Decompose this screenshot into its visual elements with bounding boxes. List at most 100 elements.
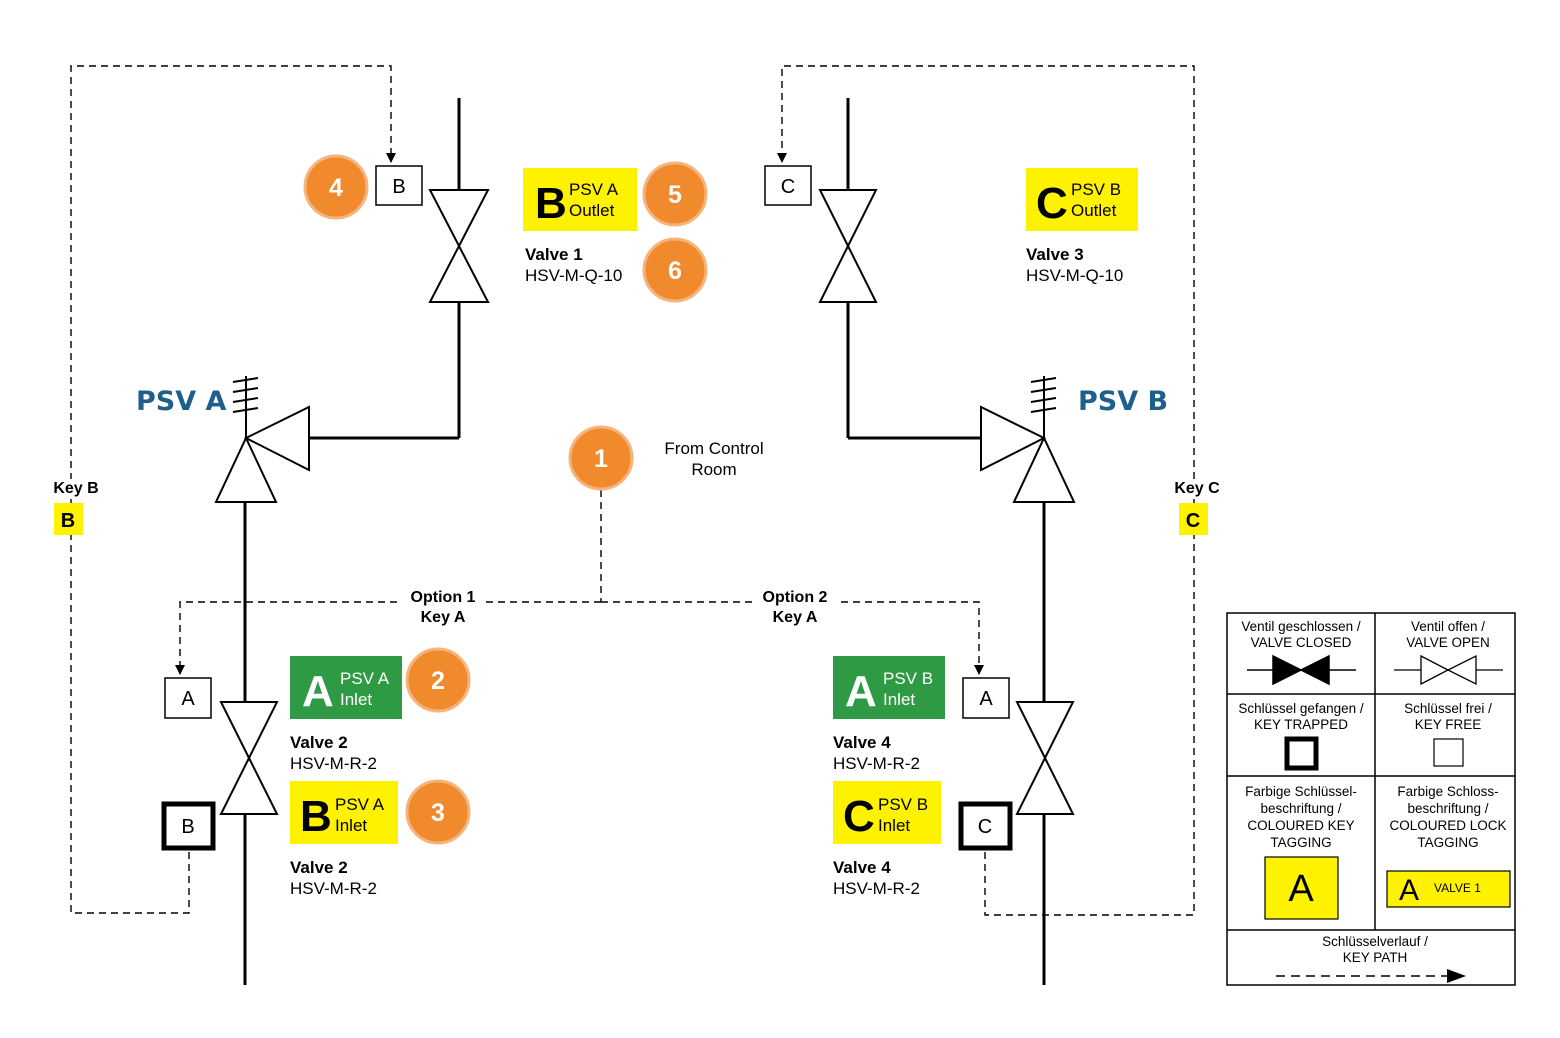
valve2a-code: HSV-M-R-2	[290, 754, 377, 773]
legend-lock-tag-text: VALVE 1	[1434, 881, 1481, 895]
svg-text:4: 4	[329, 174, 343, 202]
tag-valve4-c-inlet: C PSV B Inlet	[833, 781, 941, 844]
legend-coloured-lock-3: COLOURED LOCK	[1389, 818, 1506, 833]
key-b-label: Key B	[53, 480, 98, 497]
tag-valve1-b-outlet: B PSV A Outlet	[523, 168, 637, 231]
legend-lock-tag-sample	[1386, 870, 1511, 908]
valve-4-symbol	[1015, 701, 1075, 815]
svg-text:C: C	[978, 816, 992, 838]
svg-text:6: 6	[668, 257, 682, 285]
legend-lock-tag-letter: A	[1399, 874, 1419, 907]
legend-key-path-de: Schlüsselverlauf /	[1322, 934, 1428, 949]
option-1-key: Key A	[421, 609, 466, 626]
legend-key-free-de: Schlüssel frei /	[1404, 701, 1492, 716]
svg-text:PSV A: PSV A	[569, 180, 619, 199]
lock-valve2-a-free: A	[164, 677, 212, 719]
from-control-room-line1: From Control	[664, 439, 763, 458]
psv-a-symbol	[214, 376, 310, 503]
valve4b-name: Valve 4	[833, 858, 891, 877]
legend-key-tag-sample	[1264, 856, 1339, 920]
legend-coloured-key-3: COLOURED KEY	[1247, 818, 1354, 833]
svg-text:PSV A: PSV A	[340, 669, 390, 688]
legend-key-trapped-de: Schlüssel gefangen /	[1238, 701, 1364, 716]
svg-text:B: B	[535, 179, 567, 228]
legend-coloured-key-4: TAGGING	[1270, 835, 1331, 850]
svg-text:B: B	[392, 176, 405, 198]
svg-text:A: A	[979, 688, 993, 710]
legend-valve-closed-de: Ventil geschlossen /	[1241, 619, 1361, 634]
svg-text:Outlet: Outlet	[1071, 201, 1117, 220]
lock-valve3-c: C	[764, 165, 812, 206]
svg-text:C: C	[781, 176, 795, 198]
lock-valve1-b: B	[375, 165, 423, 206]
svg-text:Outlet: Outlet	[569, 201, 615, 220]
svg-text:1: 1	[594, 445, 608, 473]
key-b-tag	[54, 503, 83, 535]
valve3-code: HSV-M-Q-10	[1026, 266, 1123, 285]
legend-coloured-lock-1: Farbige Schloss-	[1397, 784, 1498, 799]
tag-valve3-c-outlet: C PSV B Outlet	[1026, 168, 1138, 231]
step-marker-1: 1	[568, 425, 634, 491]
key-c-tag-letter: C	[1186, 510, 1200, 532]
legend-coloured-key-1: Farbige Schlüssel-	[1245, 784, 1357, 799]
svg-text:Inlet: Inlet	[340, 690, 372, 709]
lock-valve4-c-trapped: C	[958, 801, 1013, 851]
svg-text:2: 2	[431, 667, 445, 695]
legend-key-tag-letter: A	[1288, 868, 1314, 910]
option-2-key: Key A	[773, 609, 818, 626]
svg-text:PSV B: PSV B	[878, 795, 928, 814]
psv-b-title: PSV B	[1078, 386, 1168, 417]
tag-valve2-b-inlet: B PSV A Inlet	[290, 781, 398, 844]
valve2b-name: Valve 2	[290, 858, 348, 877]
valve3-name: Valve 3	[1026, 245, 1084, 264]
svg-text:C: C	[1036, 179, 1068, 228]
process-pipes	[243, 98, 1046, 985]
step-marker-5: 5	[642, 161, 708, 227]
valve-1-symbol	[428, 189, 490, 303]
legend-coloured-lock-2: beschriftung /	[1407, 801, 1488, 816]
legend-valve-open-icon	[1394, 654, 1503, 686]
option-1-label: Option 1	[411, 589, 476, 606]
svg-text:A: A	[181, 688, 195, 710]
valve2b-code: HSV-M-R-2	[290, 879, 377, 898]
svg-text:A: A	[302, 667, 334, 716]
svg-text:B: B	[300, 792, 332, 841]
valve-2-symbol	[219, 701, 279, 815]
svg-text:Inlet: Inlet	[335, 816, 367, 835]
svg-text:PSV B: PSV B	[883, 669, 933, 688]
legend-key-trapped-icon	[1284, 736, 1319, 771]
option-1-key-path	[175, 601, 601, 675]
legend-key-path-en: KEY PATH	[1343, 950, 1408, 965]
svg-text:Inlet: Inlet	[878, 816, 910, 835]
legend-valve-closed-en: VALVE CLOSED	[1251, 635, 1352, 650]
svg-text:PSV A: PSV A	[335, 795, 385, 814]
svg-text:5: 5	[668, 181, 682, 209]
legend-valve-closed-icon	[1247, 654, 1356, 686]
valve2a-name: Valve 2	[290, 733, 348, 752]
legend-coloured-lock-4: TAGGING	[1417, 835, 1478, 850]
step-marker-2: 2	[405, 647, 471, 713]
option-2-label: Option 2	[763, 589, 828, 606]
legend-key-free-en: KEY FREE	[1415, 717, 1482, 732]
valve1-code: HSV-M-Q-10	[525, 266, 622, 285]
svg-text:B: B	[181, 816, 194, 838]
tag-valve4-a-inlet: A PSV B Inlet	[833, 656, 945, 719]
svg-text:A: A	[845, 667, 877, 716]
key-c-tag	[1179, 503, 1208, 535]
lock-valve4-a-free: A	[962, 677, 1010, 719]
svg-text:3: 3	[431, 799, 445, 827]
lock-valve2-b-trapped: B	[161, 801, 216, 851]
legend: Ventil geschlossen / VALVE CLOSED Ventil…	[1226, 612, 1516, 986]
option-2-key-path	[601, 601, 984, 675]
from-control-room-line2: Room	[691, 460, 736, 479]
valve4a-code: HSV-M-R-2	[833, 754, 920, 773]
legend-key-path-icon	[1276, 969, 1466, 983]
valve-3-symbol	[818, 189, 878, 303]
legend-valve-open-en: VALVE OPEN	[1406, 635, 1490, 650]
step-marker-3: 3	[405, 779, 471, 845]
step-marker-4: 4	[303, 154, 369, 220]
svg-text:C: C	[843, 792, 875, 841]
psv-b-symbol	[980, 376, 1076, 503]
valve4a-name: Valve 4	[833, 733, 891, 752]
